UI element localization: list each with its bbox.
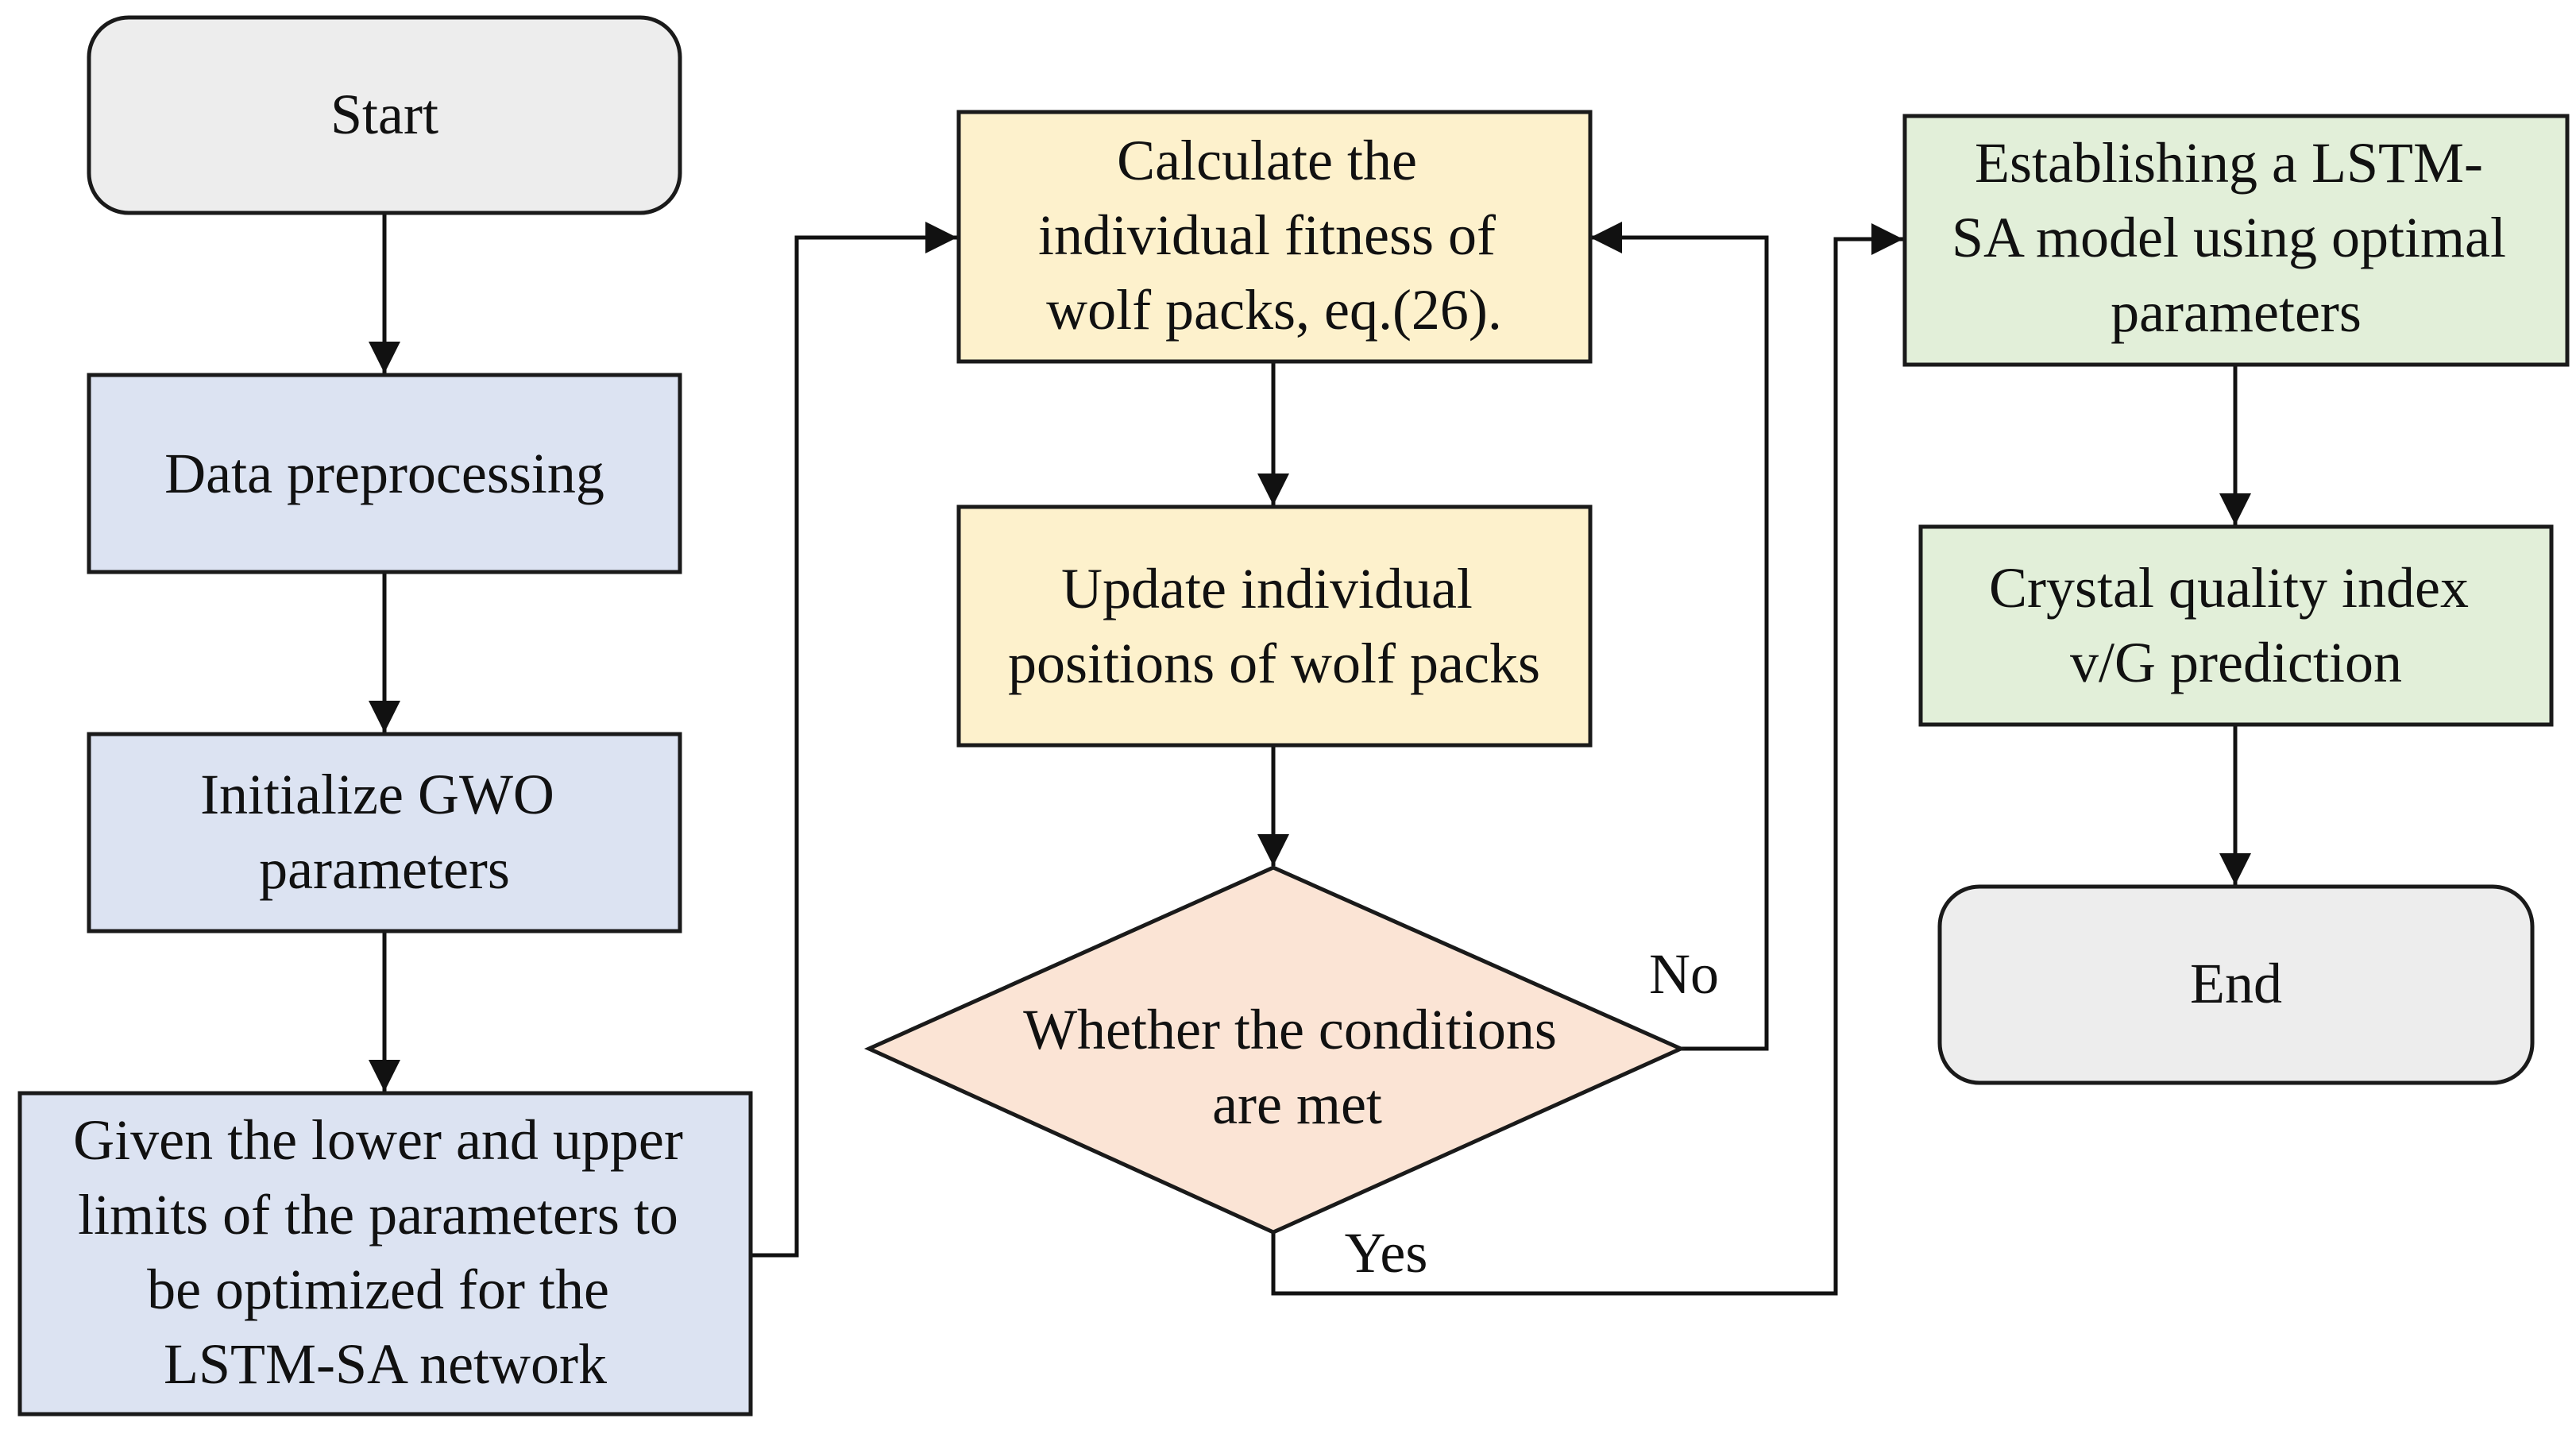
node-check-shape [863, 865, 1686, 1235]
node-fitness-line: Calculate the [1117, 129, 1417, 192]
node-limits-line: be optimized for the [147, 1258, 609, 1321]
edge-label-yes: Yes [1345, 1221, 1428, 1285]
node-predict-line: v/G prediction [2070, 631, 2402, 694]
node-start-label: Start [330, 83, 438, 146]
node-predict: Crystal quality index v/G prediction [1918, 524, 2554, 727]
node-preprocess: Data preprocessing [87, 373, 682, 574]
edge-label-no: No [1649, 942, 1719, 1006]
node-limits: Given the lower and upper limits of the … [17, 1091, 753, 1417]
node-end: End [1937, 884, 2535, 1085]
node-fitness-label: Calculate the individual fitness of wolf… [1038, 129, 1510, 342]
node-init-gwo-label: Initialize GWO parameters [200, 763, 569, 901]
node-predict-label: Crystal quality index v/G prediction [1989, 556, 2483, 694]
arrow-limits-to-fitness [751, 222, 957, 1258]
node-predict-shape [1918, 524, 2554, 727]
node-start: Start [87, 15, 682, 215]
node-build-model-shape [1902, 114, 2570, 367]
node-limits-line: limits of the parameters to [78, 1183, 678, 1247]
node-end-line: End [2190, 952, 2282, 1015]
node-fitness-line: individual fitness of [1038, 203, 1496, 267]
node-limits-line: LSTM-SA network [164, 1332, 607, 1396]
node-init-gwo: Initialize GWO parameters [87, 732, 682, 933]
node-preprocess-label: Data preprocessing [164, 442, 604, 505]
node-build-model-line: Establishing a LSTM- [1975, 131, 2483, 195]
node-start-shape [87, 15, 682, 215]
node-end-label: End [2190, 952, 2282, 1015]
node-check-label: Whether the conditions are met [1023, 998, 1571, 1136]
node-check-line: Whether the conditions [1023, 998, 1557, 1061]
node-init-gwo-line: parameters [259, 837, 510, 901]
node-update-label: Update individual positions of wolf pack… [1008, 557, 1540, 695]
node-update: Update individual positions of wolf pack… [956, 504, 1593, 748]
node-build-model-label: Establishing a LSTM- SA model using opti… [1952, 131, 2520, 344]
node-end-shape [1937, 884, 2535, 1085]
node-fitness-shape [956, 110, 1593, 364]
connectors [369, 213, 2251, 1296]
node-update-line: Update individual [1061, 557, 1473, 620]
node-build-model: Establishing a LSTM- SA model using opti… [1902, 114, 2570, 367]
node-preprocess-shape [87, 373, 682, 574]
node-fitness: Calculate the individual fitness of wolf… [956, 110, 1593, 364]
node-fitness-line: wolf packs, eq.(26). [1046, 278, 1502, 342]
node-init-gwo-shape [87, 732, 682, 933]
node-build-model-line: parameters [2111, 280, 2362, 344]
node-predict-line: Crystal quality index [1989, 556, 2469, 620]
node-limits-line: Given the lower and upper [73, 1108, 683, 1172]
node-limits-shape [17, 1091, 753, 1417]
arrow-check-yes-to-build-model [1271, 223, 1903, 1296]
node-build-model-line: SA model using optimal [1952, 206, 2506, 269]
node-start-line: Start [330, 83, 438, 146]
node-preprocess-line: Data preprocessing [164, 442, 604, 505]
arrow-check-no-to-fitness [1590, 222, 1769, 1051]
node-check-line: are met [1212, 1073, 1382, 1136]
node-init-gwo-line: Initialize GWO [200, 763, 554, 826]
node-update-shape [956, 504, 1593, 748]
node-check: Whether the conditions are met [863, 865, 1686, 1235]
node-limits-label: Given the lower and upper limits of the … [73, 1108, 697, 1396]
node-update-line: positions of wolf packs [1008, 632, 1540, 695]
